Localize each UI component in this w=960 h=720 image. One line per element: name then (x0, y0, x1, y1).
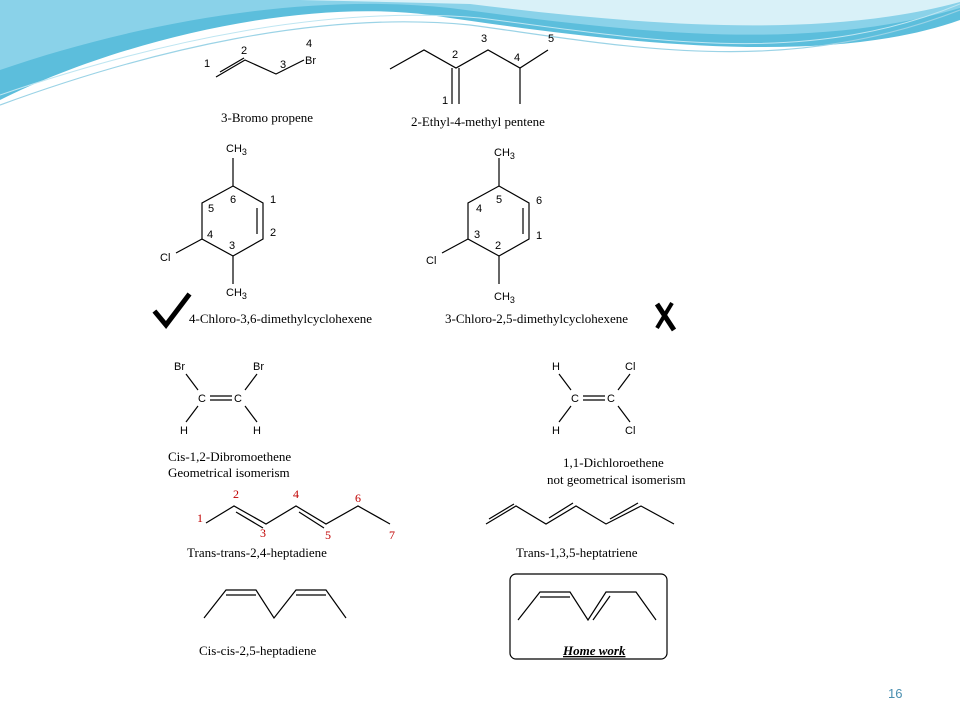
molecule-name: 3-Bromo propene (221, 110, 313, 125)
chlorine-top-label: Cl (625, 361, 635, 373)
carbon-number-4: 4 (207, 229, 213, 241)
molecule-2-ethyl-4-methylpentene: 2 3 4 5 1 2-Ethyl-4-methyl pentene (389, 33, 554, 129)
carbon-number-2: 2 (233, 487, 239, 501)
hydrogen-left-label: H (180, 425, 188, 437)
carbon-number-5: 5 (548, 33, 554, 45)
chlorine-bottom-label: Cl (625, 425, 635, 437)
carbon-number-7: 7 (389, 528, 395, 542)
molecule-name: Trans-1,3,5-heptatriene (516, 545, 638, 560)
hydrogen-right-label: H (253, 425, 261, 437)
carbon-number-2: 2 (452, 49, 458, 61)
homework-label: Home work (562, 643, 626, 658)
molecule-cis-1-2-dibromoethene: Br Br C C H H Cis-1,2-Dibromoethene Geom… (168, 361, 291, 480)
methyl-top-label: CH3 (494, 147, 515, 161)
homework-box: Home work (509, 573, 668, 660)
methyl-bottom-label: CH3 (226, 287, 247, 301)
molecule-trans-trans-2-4-heptadiene: 1 2 3 4 5 6 7 Trans-trans-2,4-heptadiene (187, 487, 395, 560)
carbon-number-4: 4 (514, 52, 520, 64)
carbon-number-6: 6 (355, 491, 361, 505)
carbon-number-1: 1 (204, 58, 210, 70)
molecule-cis-cis-2-5-heptadiene: Cis-cis-2,5-heptadiene (199, 589, 347, 658)
carbon-number-1: 1 (270, 194, 276, 206)
carbon-number-1: 1 (536, 230, 542, 242)
carbon-number-3: 3 (260, 526, 266, 540)
molecule-name: 1,1-Dichloroethene (563, 455, 664, 470)
carbon-right-label: C (234, 393, 242, 405)
carbon-number-3: 3 (474, 229, 480, 241)
carbon-number-6: 6 (536, 195, 542, 207)
carbon-number-5: 5 (496, 194, 502, 206)
molecule-name: Trans-trans-2,4-heptadiene (187, 545, 327, 560)
carbon-number-5: 5 (325, 528, 331, 542)
carbon-number-3: 3 (280, 59, 286, 71)
isomerism-note: Geometrical isomerism (168, 465, 290, 480)
carbon-number-1: 1 (442, 95, 448, 107)
chlorine-label: Cl (160, 252, 170, 264)
molecule-name: 4-Chloro-3,6-dimethylcyclohexene (189, 311, 372, 326)
carbon-left-label: C (571, 393, 579, 405)
carbon-number-2: 2 (495, 240, 501, 252)
check-mark-icon (152, 292, 192, 330)
header-wave (0, 0, 960, 106)
hydrogen-top-label: H (552, 361, 560, 373)
molecule-trans-1-3-5-heptatriene: Trans-1,3,5-heptatriene (485, 502, 675, 560)
page-number: 16 (888, 686, 903, 701)
isomerism-note: not geometrical isomerism (547, 472, 686, 487)
carbon-right-label: C (607, 393, 615, 405)
molecule-1-1-dichloroethene: H Cl C C H Cl 1,1-Dichloroethene not geo… (547, 361, 686, 487)
molecule-4-chloro-3-6-dimethylcyclohexene: CH3 CH3 Cl 1 2 3 4 5 6 4-Chloro-3,6-dime… (160, 143, 372, 326)
molecule-3-chloro-2-5-dimethylcyclohexene: CH3 CH3 Cl 1 2 3 4 5 6 3-Chloro-2,5-dime… (426, 147, 628, 326)
bromine-right-label: Br (253, 361, 264, 373)
carbon-number-4: 4 (476, 203, 482, 215)
molecule-name: Cis-1,2-Dibromoethene (168, 449, 291, 464)
carbon-number-4: 4 (293, 487, 299, 501)
carbon-number-3: 3 (481, 33, 487, 45)
carbon-number-2: 2 (241, 45, 247, 57)
methyl-top-label: CH3 (226, 143, 247, 157)
carbon-number-2: 2 (270, 227, 276, 239)
molecule-name: 2-Ethyl-4-methyl pentene (411, 114, 545, 129)
bromine-left-label: Br (174, 361, 185, 373)
methyl-bottom-label: CH3 (494, 291, 515, 305)
cross-mark-icon (654, 301, 677, 332)
bromine-label: Br (305, 55, 316, 67)
molecule-3-bromopropene: Br 1 2 3 4 3-Bromo propene (204, 38, 316, 125)
hydrogen-bottom-label: H (552, 425, 560, 437)
molecule-name: 3-Chloro-2,5-dimethylcyclohexene (445, 311, 628, 326)
carbon-number-3: 3 (229, 240, 235, 252)
carbon-number-4: 4 (306, 38, 312, 50)
chlorine-label: Cl (426, 255, 436, 267)
carbon-number-1: 1 (197, 511, 203, 525)
carbon-number-5: 5 (208, 203, 214, 215)
molecule-name: Cis-cis-2,5-heptadiene (199, 643, 317, 658)
carbon-number-6: 6 (230, 194, 236, 206)
carbon-left-label: C (198, 393, 206, 405)
